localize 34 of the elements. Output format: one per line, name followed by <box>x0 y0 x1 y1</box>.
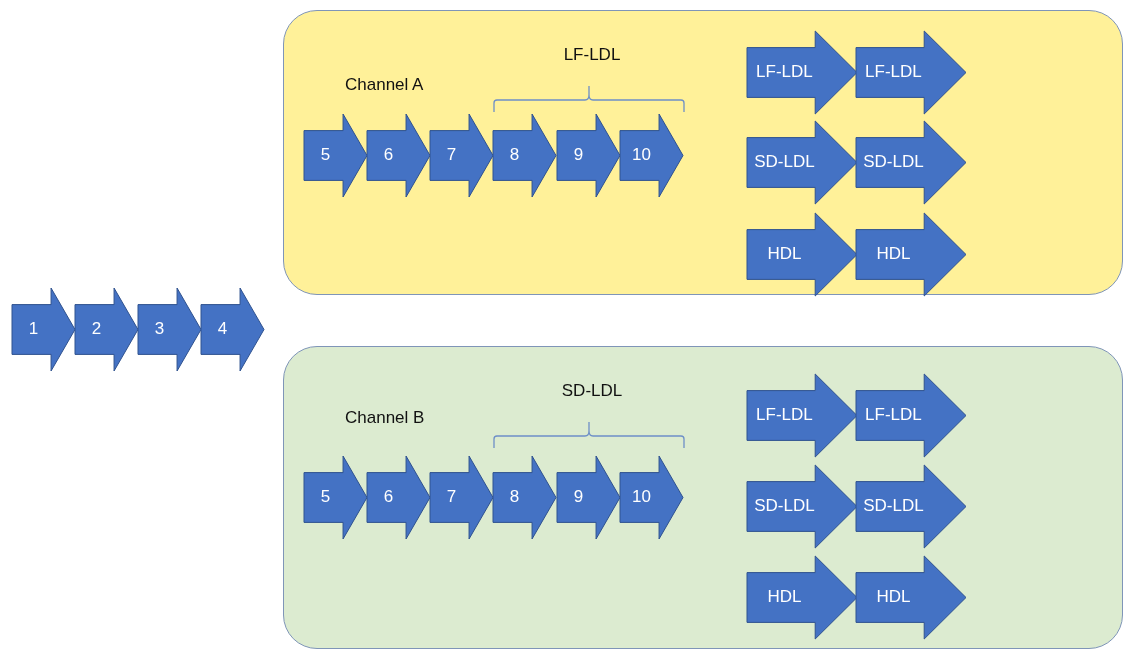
step-label: 2 <box>90 318 103 341</box>
step-label: 7 <box>445 144 458 167</box>
bracket-label: SD-LDL <box>561 381 623 401</box>
step-label: 7 <box>445 486 458 509</box>
step-label: 1 <box>27 318 40 341</box>
step-label: LF-LDL <box>864 61 923 84</box>
step-label: 9 <box>572 486 585 509</box>
channel-title: Channel A <box>345 75 424 95</box>
bracket-label: LF-LDL <box>563 45 621 65</box>
step-label: LF-LDL <box>864 404 923 427</box>
step-label: LF-LDL <box>755 61 814 84</box>
step-label: SD-LDL <box>753 495 816 518</box>
step-label: 5 <box>319 486 332 509</box>
step-label: LF-LDL <box>755 404 814 427</box>
step-label: 6 <box>382 144 395 167</box>
channel-title: Channel B <box>345 408 425 428</box>
step-label: SD-LDL <box>753 151 816 174</box>
step-label: 4 <box>216 318 229 341</box>
step-label: HDL <box>766 586 803 609</box>
step-label: 9 <box>572 144 585 167</box>
step-label: 8 <box>508 144 521 167</box>
channel-panel <box>283 10 1123 295</box>
channel-panel <box>283 346 1123 649</box>
step-label: 5 <box>319 144 332 167</box>
step-label: SD-LDL <box>862 495 925 518</box>
step-label: HDL <box>766 243 803 266</box>
step-label: 10 <box>630 486 652 509</box>
step-label: 8 <box>508 486 521 509</box>
step-label: SD-LDL <box>862 151 925 174</box>
step-label: HDL <box>875 243 912 266</box>
step-label: 3 <box>153 318 166 341</box>
step-label: 10 <box>630 144 652 167</box>
step-label: HDL <box>875 586 912 609</box>
step-label: 6 <box>382 486 395 509</box>
